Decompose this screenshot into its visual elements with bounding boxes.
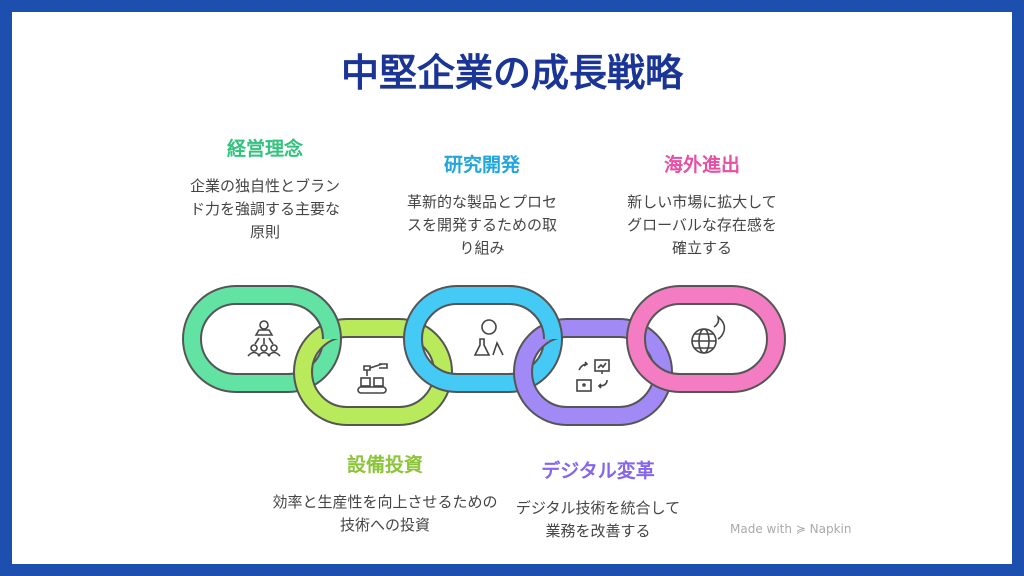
napkin-watermark: Made with ≽ Napkin <box>730 522 852 536</box>
page-title: 中堅企業の成長戦略 <box>340 51 683 95</box>
leadership-team-icon <box>247 320 281 357</box>
item-desc: デジタル技術を統合して業務を改善する <box>515 499 681 540</box>
item-desc: 効率と生産性を向上させるための技術への投資 <box>272 493 498 534</box>
item-desc: 企業の独自性とブランド力を強調する主要な原則 <box>190 177 341 241</box>
scientist-flask-icon <box>473 319 504 356</box>
label-keiei: 経営理念 企業の独自性とブランド力を強調する主要な原則 <box>165 134 365 244</box>
item-desc: 新しい市場に拡大してグローバルな存在感を確立する <box>627 193 777 257</box>
item-title: 設備投資 <box>346 454 423 476</box>
label-kenkyu: 研究開発 革新的な製品とプロセスを開発するための取り組み <box>382 150 582 260</box>
digital-transform-icon <box>576 359 610 392</box>
item-title: 研究開発 <box>443 154 520 176</box>
link-overlap-3 <box>508 285 563 340</box>
globe-icon <box>691 314 726 354</box>
item-title: 海外進出 <box>663 154 740 176</box>
chain-link-5 <box>626 285 786 393</box>
link-overlap-1 <box>287 285 342 340</box>
label-digital: デジタル変革 デジタル技術を統合して業務を改善する <box>493 456 703 543</box>
label-setsubi: 設備投資 効率と生産性を向上させるための技術への投資 <box>265 450 505 537</box>
label-kaigai: 海外進出 新しい市場に拡大してグローバルな存在感を確立する <box>602 150 802 260</box>
item-title: デジタル変革 <box>541 460 655 482</box>
item-desc: 革新的な製品とプロセスを開発するための取り組み <box>407 193 558 257</box>
factory-conveyor-icon <box>357 363 388 394</box>
item-title: 経営理念 <box>226 138 303 160</box>
